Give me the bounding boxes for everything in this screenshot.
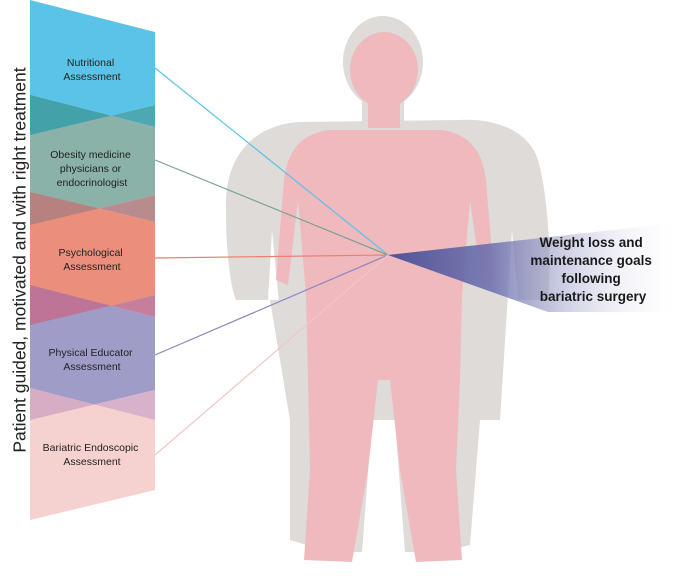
label-obesity-medicine: Obesity medicine physicians or endocrino… [50, 149, 133, 189]
overlap-2 [30, 192, 155, 225]
connector-bariatric-endoscopic [154, 254, 389, 456]
banner-nutritional [30, 0, 155, 135]
goal-wedge [388, 222, 685, 312]
label-physical-educator: Physical Educator Assessment [49, 347, 136, 373]
connector-psychological [154, 254, 389, 259]
overlap-1 [30, 95, 155, 135]
overlap-3 [30, 285, 155, 325]
connector-nutritional [154, 67, 389, 256]
banner-physical-educator [30, 285, 155, 420]
label-bariatric-endoscopic: Bariatric Endoscopic Assessment [43, 442, 142, 468]
label-nutritional: Nutritional Assessment [63, 57, 120, 83]
connector-lines [154, 67, 389, 456]
label-psychological: Psychological Assessment [58, 247, 125, 273]
side-label: Patient guided, motivated and with right… [9, 67, 30, 453]
overlap-4 [30, 388, 155, 420]
banner-psychological [30, 192, 155, 325]
banner-bariatric-endoscopic [30, 388, 155, 520]
goal-label: Weight loss and maintenance goals follow… [530, 235, 655, 304]
assessment-labels: Nutritional Assessment Obesity medicine … [43, 57, 142, 468]
connector-obesity-medicine [154, 159, 389, 256]
side-label-container: Patient guided, motivated and with right… [0, 0, 40, 579]
connector-physical-educator [154, 254, 389, 356]
assessment-banners [30, 0, 155, 520]
